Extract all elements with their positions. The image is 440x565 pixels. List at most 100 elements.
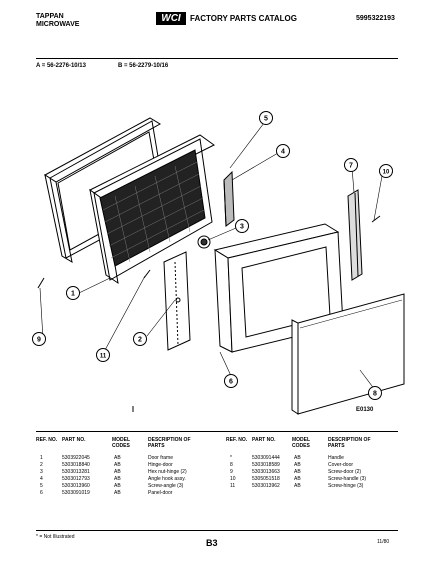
cell-desc: Screw-angle (3)	[148, 483, 184, 489]
cell-ref: *	[230, 455, 232, 461]
cell-model: AB	[294, 476, 301, 482]
cell-model: AB	[294, 483, 301, 489]
callout-7	[344, 158, 358, 172]
cell-desc: Screw-hinge (3)	[328, 483, 364, 489]
model-a-label: A = 56-2276-10/13	[36, 63, 86, 69]
col-model-header: MODEL CODES	[292, 437, 310, 449]
callout-label-6: 6	[229, 379, 233, 386]
cell-model: AB	[114, 462, 121, 468]
callout-label-7: 7	[349, 163, 353, 170]
cell-desc: Hex nut-hinge (2)	[148, 469, 187, 475]
table-row: 4 5303012793 AB Angle hook assy.	[36, 476, 216, 483]
callout-label-5: 5	[264, 116, 268, 123]
col-part-header: PART NO.	[62, 437, 86, 443]
cell-model: AB	[114, 490, 121, 496]
page-number: B3	[206, 538, 218, 548]
cell-ref: 10	[230, 476, 236, 482]
table-row: 2 5303018840 AB Hinge-door	[36, 462, 216, 469]
cell-part: 5305051518	[252, 476, 280, 482]
callout-9	[32, 332, 46, 346]
cell-ref: 11	[230, 483, 236, 489]
cell-desc: Angle hook assy.	[148, 476, 186, 482]
cell-ref: 4	[40, 476, 43, 482]
cell-desc: Screw-door (2)	[328, 469, 362, 475]
col-model-header: MODEL CODES	[112, 437, 130, 449]
callout-label-11: 11	[100, 354, 107, 360]
catalog-number: 5995322193	[356, 15, 395, 22]
cell-ref: 5	[40, 483, 43, 489]
parts-table-right: REF. NO. PART NO. MODEL CODES DESCRIPTIO…	[226, 437, 406, 490]
cell-desc: Cover-door	[328, 462, 354, 468]
table-header-right: REF. NO. PART NO. MODEL CODES DESCRIPTIO…	[226, 437, 406, 451]
cell-model: AB	[114, 476, 121, 482]
cell-part: 5303012793	[62, 476, 90, 482]
col-ref-header: REF. NO.	[226, 437, 248, 443]
cell-model: AB	[294, 469, 301, 475]
cell-model: AB	[114, 469, 121, 475]
footer-rule	[36, 530, 398, 531]
revision-date: 11/80	[377, 539, 390, 545]
cell-ref: 2	[40, 462, 43, 468]
cell-desc: Handle	[328, 455, 344, 461]
col-desc-header: DESCRIPTION OF PARTS	[328, 437, 371, 449]
cell-part: 5303091444	[252, 455, 280, 461]
callout-label-3: 3	[240, 224, 244, 231]
cell-model: AB	[294, 455, 301, 461]
parts-table-left: REF. NO. PART NO. MODEL CODES DESCRIPTIO…	[36, 437, 216, 497]
col-desc-header: DESCRIPTION OF PARTS	[148, 437, 191, 449]
cell-part: 5303013663	[252, 469, 280, 475]
table-row: 8 5303018589 AB Cover-door	[226, 462, 406, 469]
cell-part: 5303013960	[62, 483, 90, 489]
table-row: 6 5303091019 AB Panel-door	[36, 490, 216, 497]
cell-ref: 3	[40, 469, 43, 475]
cell-model: AB	[294, 462, 301, 468]
cell-part: 5303018589	[252, 462, 280, 468]
cell-ref: 6	[40, 490, 43, 496]
cell-desc: Door frame	[148, 455, 174, 461]
brand-line-2: MICROWAVE	[36, 21, 80, 28]
col-ref-header: REF. NO.	[36, 437, 58, 443]
cell-desc: Panel-door	[148, 490, 173, 496]
model-b-label: B = 56-2279-10/16	[118, 63, 169, 69]
callout-1	[66, 286, 80, 300]
table-row: 10 5305051518 AB Screw-handle (3)	[226, 476, 406, 483]
wci-logo: WCI	[156, 12, 186, 25]
cell-model: AB	[114, 483, 121, 489]
table-top-rule	[36, 431, 398, 432]
callout-label-1: 1	[71, 291, 75, 298]
exploded-door-diagram: 1 2 3 4 5 6 7 8 9 10 11	[32, 111, 405, 415]
callout-3	[235, 219, 249, 233]
callout-4	[276, 144, 290, 158]
cell-part: 5303018840	[62, 462, 90, 468]
table-header-left: REF. NO. PART NO. MODEL CODES DESCRIPTIO…	[36, 437, 216, 451]
callout-10	[379, 164, 393, 178]
callout-label-9: 9	[37, 337, 41, 344]
table-row: 5 5303013960 AB Screw-angle (3)	[36, 483, 216, 490]
callout-label-10: 10	[383, 170, 390, 176]
cell-ref: 8	[230, 462, 233, 468]
callout-label-8: 8	[373, 391, 377, 398]
callout-2	[133, 332, 147, 346]
callout-5	[259, 111, 273, 125]
cell-desc: Screw-handle (3)	[328, 476, 367, 482]
callout-label-4: 4	[281, 149, 285, 156]
cell-desc: Hinge-door	[148, 462, 173, 468]
cell-part: 5303091019	[62, 490, 90, 496]
cell-ref: 9	[230, 469, 233, 475]
callout-11	[96, 348, 110, 362]
table-row: * 5303091444 AB Handle	[226, 455, 406, 462]
table-row: 3 5303013281 AB Hex nut-hinge (2)	[36, 469, 216, 476]
catalog-title: FACTORY PARTS CATALOG	[190, 14, 297, 23]
cell-ref: 1	[40, 455, 43, 461]
logo-text: WCI	[161, 13, 181, 24]
col-part-header: PART NO.	[252, 437, 276, 443]
not-illustrated-note: * = Not Illustrated	[36, 534, 75, 540]
callout-8	[368, 386, 382, 400]
callout-label-2: 2	[138, 337, 142, 344]
cell-part: 5303013281	[62, 469, 90, 475]
header-rule	[36, 58, 398, 59]
figure-code: E0130	[356, 407, 374, 413]
brand-line-1: TAPPAN	[36, 13, 64, 20]
